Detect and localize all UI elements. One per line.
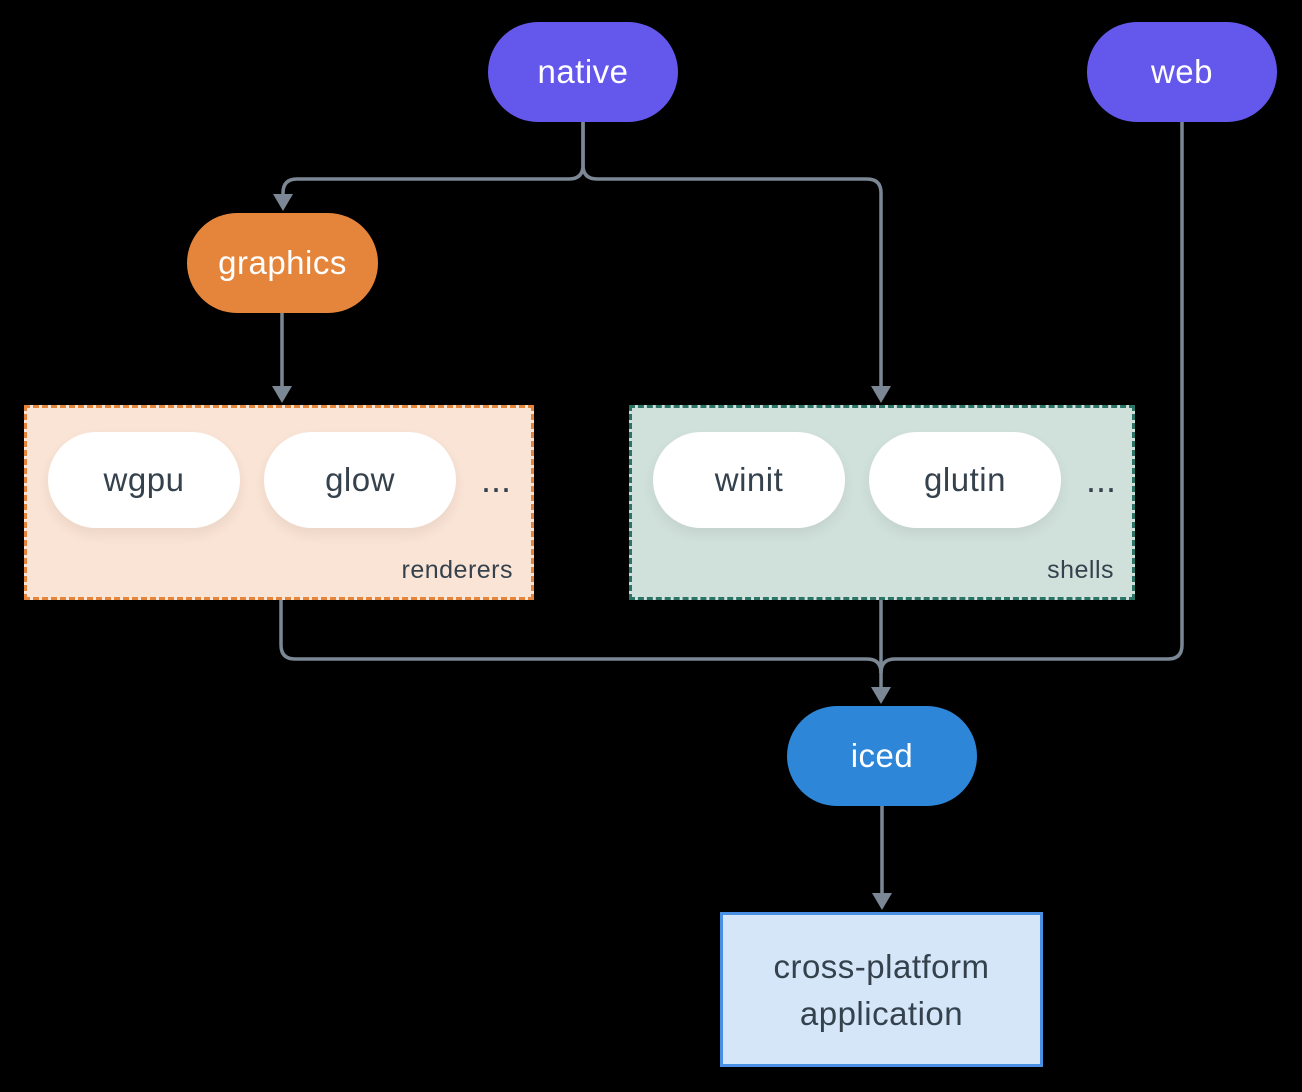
node-winit-label: winit [714,461,784,498]
node-winit: winit [653,432,845,528]
node-glutin-label: glutin [924,461,1006,498]
arrowhead-app [872,893,892,910]
node-web: web [1087,22,1277,122]
node-iced-label: iced [850,737,914,774]
shells-ellipsis: ... [1085,459,1116,500]
node-graphics: graphics [187,213,378,313]
edge-native-shells [581,122,883,387]
shells-group-label: shells [1047,556,1114,584]
arrowhead-graphics [273,194,293,211]
arrowhead-renderers [272,386,292,403]
renderers-ellipsis: ... [480,459,511,500]
node-iced: iced [787,706,977,806]
edge-renderers-iced [279,600,883,674]
node-native: native [488,22,678,122]
app-label-line1: cross-platform [773,947,990,985]
node-native-label: native [537,53,629,90]
renderers-group-label: renderers [401,556,513,584]
node-glow-label: glow [325,461,395,498]
node-wgpu-label: wgpu [103,461,185,498]
node-glutin: glutin [869,432,1061,528]
node-graphics-label: graphics [218,244,347,281]
edge-native-graphics [281,122,585,195]
arrowhead-shells [871,386,891,403]
group-renderers: wgpu glow ... renderers [24,405,534,600]
node-web-label: web [1150,53,1214,90]
arrowhead-iced [871,687,891,704]
node-wgpu: wgpu [48,432,240,528]
node-cross-platform-application: cross-platform application [720,912,1043,1067]
node-glow: glow [264,432,456,528]
group-shells: winit glutin ... shells [629,405,1135,600]
app-label-line2: application [799,994,964,1032]
